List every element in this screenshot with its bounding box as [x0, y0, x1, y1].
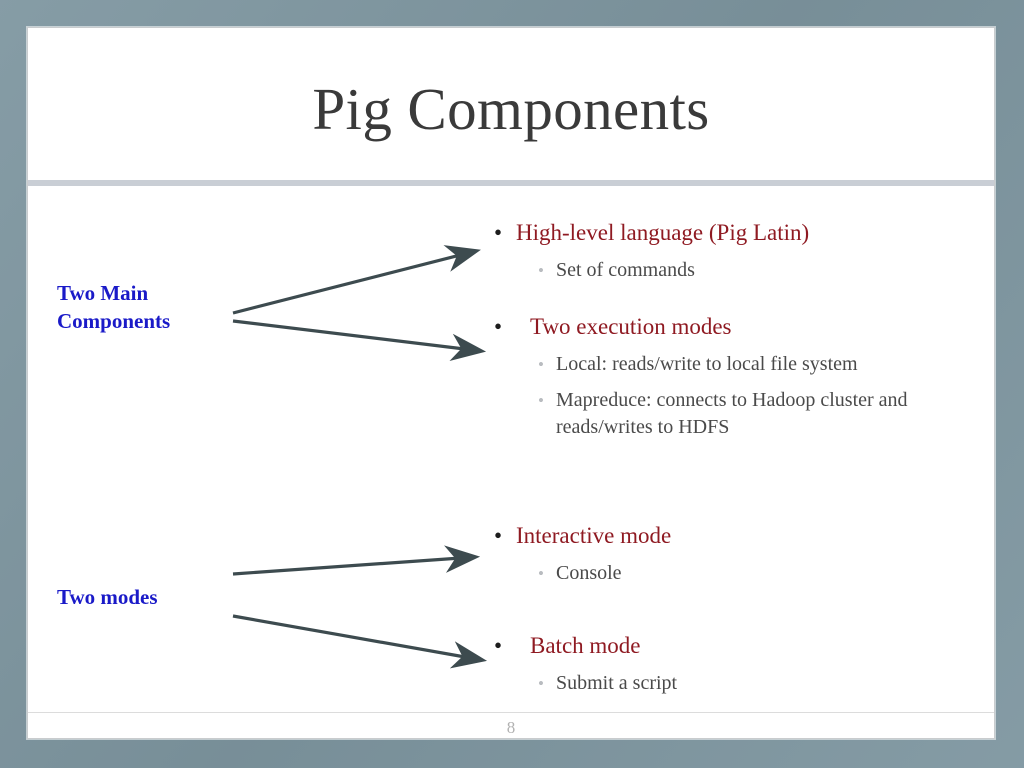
arrow-components-to-item1 [232, 245, 481, 315]
page-title: Pig Components [312, 76, 710, 142]
spacer [468, 661, 968, 670]
subbullet-dot-icon: • [538, 674, 544, 693]
subbullet-dot-icon: • [538, 355, 544, 374]
subbullet-text: Submit a script [556, 672, 678, 694]
page-number: 8 [506, 718, 516, 737]
subbullet-text: Console [556, 562, 622, 584]
bullet-item-two-execution-modes: • Two execution modes [468, 312, 968, 342]
slide-content: Two Main Components Two modes • High-lev… [28, 186, 994, 711]
slide-canvas: Pig Components Two Main Components Two m… [27, 27, 995, 739]
diagram-label-two-modes: Two modes [57, 585, 158, 609]
bullet-text: Two execution modes [530, 314, 732, 339]
footer-divider [28, 712, 994, 713]
spacer [468, 248, 968, 257]
arrow-modes-to-item1 [232, 545, 481, 576]
spacer [468, 551, 968, 560]
spacer [468, 342, 968, 351]
bullet-text: Batch mode [530, 633, 641, 658]
bullet-dot-icon: • [494, 633, 503, 658]
bullet-group-components: • High-level language (Pig Latin) • Set … [468, 218, 968, 441]
subbullet-console: • Console [468, 560, 968, 587]
subbullet-text: Mapreduce: connects to Hadoop cluster an… [556, 389, 908, 438]
bullet-item-high-level-language: • High-level language (Pig Latin) [468, 218, 968, 248]
title-divider [28, 180, 994, 186]
bullet-item-interactive-mode: • Interactive mode [468, 521, 968, 551]
subbullet-text: Local: reads/write to local file system [556, 353, 858, 375]
spacer [468, 587, 968, 631]
subbullet-mapreduce-mode: • Mapreduce: connects to Hadoop cluster … [468, 387, 976, 441]
subbullet-local-mode: • Local: reads/write to local file syste… [468, 351, 968, 378]
bullet-text: High-level language (Pig Latin) [516, 220, 810, 245]
subbullet-submit-a-script: • Submit a script [468, 670, 968, 697]
arrow-modes-to-item2 [232, 614, 488, 669]
subbullet-dot-icon: • [538, 261, 544, 280]
spacer [468, 378, 968, 387]
title-area: Pig Components [28, 28, 994, 179]
bullet-dot-icon: • [494, 220, 503, 245]
bullet-dot-icon: • [494, 523, 503, 548]
bullet-dot-icon: • [494, 314, 503, 339]
subbullet-text: Set of commands [556, 259, 695, 281]
subbullet-set-of-commands: • Set of commands [468, 257, 968, 284]
spacer [468, 284, 968, 312]
bullet-text: Interactive mode [516, 523, 672, 548]
subbullet-dot-icon: • [538, 391, 544, 410]
arrow-components-to-item2 [232, 319, 487, 362]
bullet-item-batch-mode: • Batch mode [468, 631, 968, 661]
bullet-group-modes: • Interactive mode • Console • Batch mod… [468, 521, 968, 697]
subbullet-dot-icon: • [538, 564, 544, 583]
diagram-label-two-main-components: Two Main Components [57, 281, 171, 333]
